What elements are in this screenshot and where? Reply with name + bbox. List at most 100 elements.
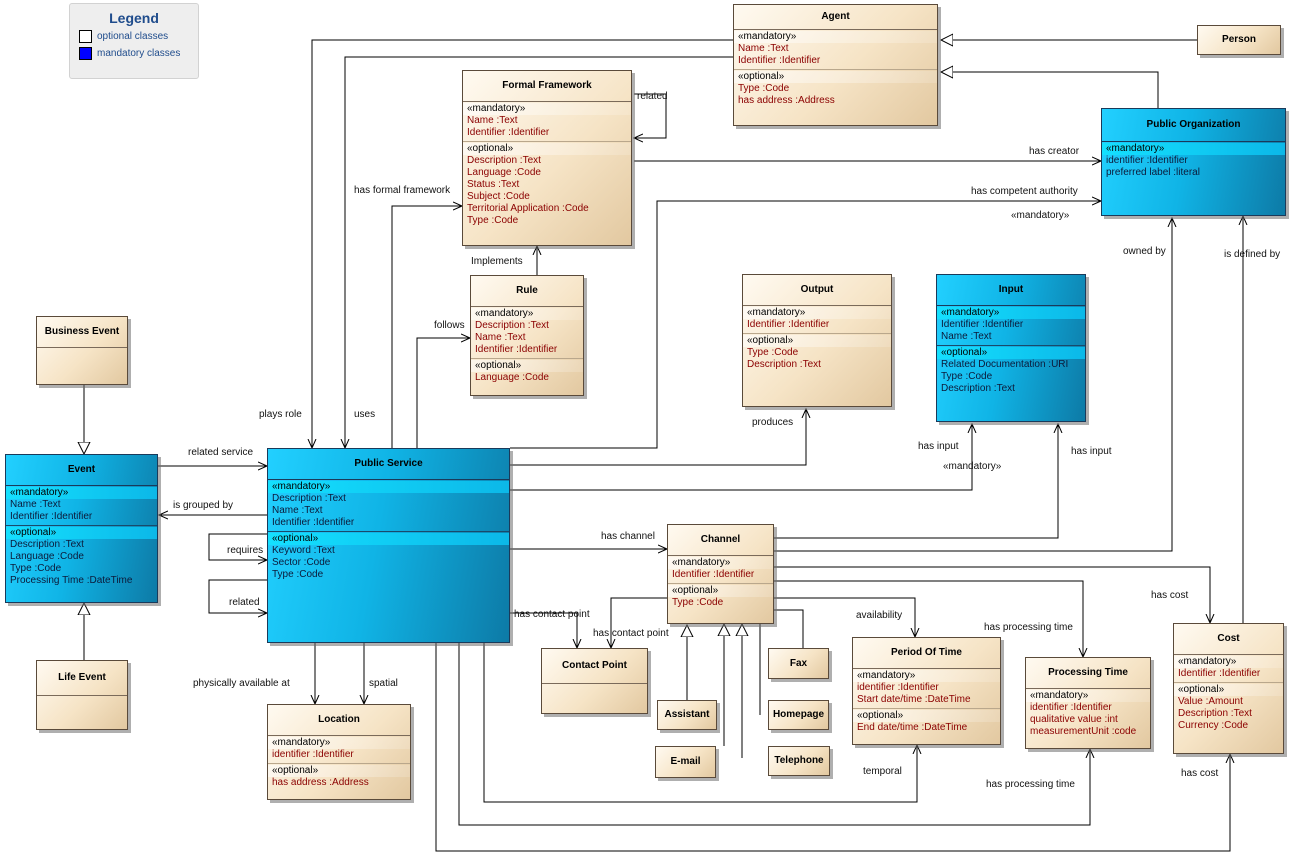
class-title: Rule bbox=[471, 276, 583, 307]
stereotype-mandatory: «mandatory» bbox=[853, 670, 1000, 682]
attribute: Description :Text bbox=[747, 359, 821, 370]
class-rule[interactable]: Rule «mandatory» Description :Text Name … bbox=[470, 275, 584, 396]
class-title: Fax bbox=[789, 658, 808, 669]
stereotype-mandatory: «mandatory» bbox=[6, 487, 157, 499]
class-title: Agent bbox=[734, 5, 937, 30]
stereotype-mandatory: «mandatory» bbox=[1174, 656, 1283, 668]
class-email[interactable]: E-mail bbox=[655, 746, 716, 778]
assoc-has-contact-point-2 bbox=[611, 597, 667, 648]
assoc-has-input-2 bbox=[774, 424, 1058, 539]
mandatory-swatch bbox=[79, 47, 92, 60]
attribute: Related Documentation :URI bbox=[941, 359, 1069, 370]
class-output[interactable]: Output «mandatory» Identifier :Identifie… bbox=[742, 274, 892, 407]
stereotype-optional: «optional» bbox=[6, 527, 157, 539]
stereotype-optional: «optional» bbox=[463, 143, 631, 155]
attribute: identifier :Identifier bbox=[1030, 702, 1112, 713]
stereotype-mandatory: «mandatory» bbox=[743, 307, 891, 319]
class-agent[interactable]: Agent «mandatory» Name :Text Identifier … bbox=[733, 4, 938, 126]
class-title: Contact Point bbox=[542, 649, 647, 684]
assoc-has-cost-1 bbox=[774, 566, 1210, 623]
class-location[interactable]: Location «mandatory» identifier :Identif… bbox=[267, 704, 411, 800]
label-related-ps: related bbox=[229, 597, 260, 608]
class-title: Input bbox=[937, 275, 1085, 306]
class-channel[interactable]: Channel «mandatory» Identifier :Identifi… bbox=[667, 524, 774, 624]
attribute: Language :Code bbox=[10, 551, 84, 562]
attribute: Identifier :Identifier bbox=[747, 319, 830, 330]
optional-section: «optional» Type :Code has address :Addre… bbox=[734, 70, 937, 109]
class-person[interactable]: Person bbox=[1197, 25, 1281, 55]
label-related-service: related service bbox=[188, 447, 254, 458]
stereotype-optional: «optional» bbox=[743, 335, 891, 347]
attribute: measurementUnit :code bbox=[1030, 726, 1137, 737]
attribute: Identifier :Identifier bbox=[272, 517, 355, 528]
label-mandatory-1: «mandatory» bbox=[1011, 210, 1070, 221]
label-related-ff: related bbox=[637, 91, 668, 102]
stereotype-optional: «optional» bbox=[268, 533, 509, 545]
assoc-temporal bbox=[483, 643, 917, 803]
class-contact-point[interactable]: Contact Point bbox=[541, 648, 648, 714]
label-mandatory-2: «mandatory» bbox=[943, 461, 1002, 472]
legend-optional-label: optional classes bbox=[97, 31, 169, 42]
assoc-availability bbox=[774, 597, 915, 637]
stereotype-mandatory: «mandatory» bbox=[668, 557, 773, 569]
assoc-plays-role bbox=[312, 39, 733, 448]
class-assistant[interactable]: Assistant bbox=[657, 700, 717, 730]
class-input[interactable]: Input «mandatory» Identifier :Identifier… bbox=[936, 274, 1086, 422]
label-is-defined-by: is defined by bbox=[1224, 249, 1281, 260]
class-title: Public Organization bbox=[1102, 109, 1285, 142]
assoc-has-processing-time-1 bbox=[774, 580, 1083, 657]
class-public-organization[interactable]: Public Organization «mandatory» identifi… bbox=[1101, 108, 1286, 216]
class-life-event[interactable]: Life Event bbox=[36, 660, 128, 730]
mandatory-section: «mandatory» Identifier :Identifier bbox=[1174, 655, 1283, 683]
label-requires: requires bbox=[227, 545, 264, 556]
attribute: Keyword :Text bbox=[272, 545, 335, 556]
stereotype-mandatory: «mandatory» bbox=[1102, 143, 1285, 155]
class-title: Business Event bbox=[37, 317, 127, 348]
attribute: Description :Text bbox=[1178, 708, 1252, 719]
attribute: Type :Code bbox=[467, 215, 519, 226]
assoc-related-ps bbox=[208, 579, 267, 613]
stereotype-mandatory: «mandatory» bbox=[268, 481, 509, 493]
optional-section: «optional» has address :Address bbox=[268, 764, 410, 791]
attribute: Territorial Application :Code bbox=[467, 203, 589, 214]
class-public-service[interactable]: Public Service «mandatory» Description :… bbox=[267, 448, 510, 643]
mandatory-section: «mandatory» Name :Text Identifier :Ident… bbox=[463, 102, 631, 142]
class-formal-framework[interactable]: Formal Framework «mandatory» Name :Text … bbox=[462, 70, 632, 246]
attribute: identifier :Identifier bbox=[857, 682, 939, 693]
mandatory-section: «mandatory» identifier :Identifier bbox=[268, 736, 410, 764]
attribute: Sector :Code bbox=[272, 557, 331, 568]
mandatory-section: «mandatory» Identifier :Identifier bbox=[743, 306, 891, 334]
attribute: Subject :Code bbox=[467, 191, 530, 202]
mandatory-section: «mandatory» Identifier :Identifier Name … bbox=[937, 306, 1085, 346]
class-period-of-time[interactable]: Period Of Time «mandatory» identifier :I… bbox=[852, 637, 1001, 745]
class-cost[interactable]: Cost «mandatory» Identifier :Identifier … bbox=[1173, 623, 1284, 754]
class-processing-time[interactable]: Processing Time «mandatory» identifier :… bbox=[1025, 657, 1151, 749]
class-title: Life Event bbox=[37, 661, 127, 696]
assoc-owned-by bbox=[774, 218, 1172, 552]
class-event[interactable]: Event «mandatory» Name :Text Identifier … bbox=[5, 454, 158, 603]
mandatory-section: «mandatory» Description :Text Name :Text… bbox=[471, 307, 583, 359]
class-telephone[interactable]: Telephone bbox=[768, 746, 830, 776]
label-has-formal-framework: has formal framework bbox=[354, 185, 451, 196]
label-spatial: spatial bbox=[369, 678, 398, 689]
class-title: Cost bbox=[1174, 624, 1283, 655]
attribute: Start date/time :DateTime bbox=[857, 694, 971, 705]
stereotype-optional: «optional» bbox=[668, 585, 773, 597]
label-has-cost-1: has cost bbox=[1151, 590, 1189, 601]
label-has-creator: has creator bbox=[1029, 146, 1080, 157]
class-title: Output bbox=[743, 275, 891, 306]
attribute: Identifier :Identifier bbox=[10, 511, 93, 522]
optional-section: «optional» Value :Amount Description :Te… bbox=[1174, 683, 1283, 734]
stereotype-optional: «optional» bbox=[734, 71, 937, 83]
assoc-has-contact-point-1 bbox=[510, 612, 577, 648]
attribute: Identifier :Identifier bbox=[941, 319, 1024, 330]
stereotype-mandatory: «mandatory» bbox=[268, 737, 410, 749]
attribute: Type :Code bbox=[10, 563, 62, 574]
stereotype-optional: «optional» bbox=[1174, 684, 1283, 696]
class-homepage[interactable]: Homepage bbox=[768, 700, 829, 730]
class-fax[interactable]: Fax bbox=[768, 648, 829, 679]
stereotype-optional: «optional» bbox=[471, 360, 583, 372]
class-business-event[interactable]: Business Event bbox=[36, 316, 128, 385]
attribute: Identifier :Identifier bbox=[672, 569, 755, 580]
